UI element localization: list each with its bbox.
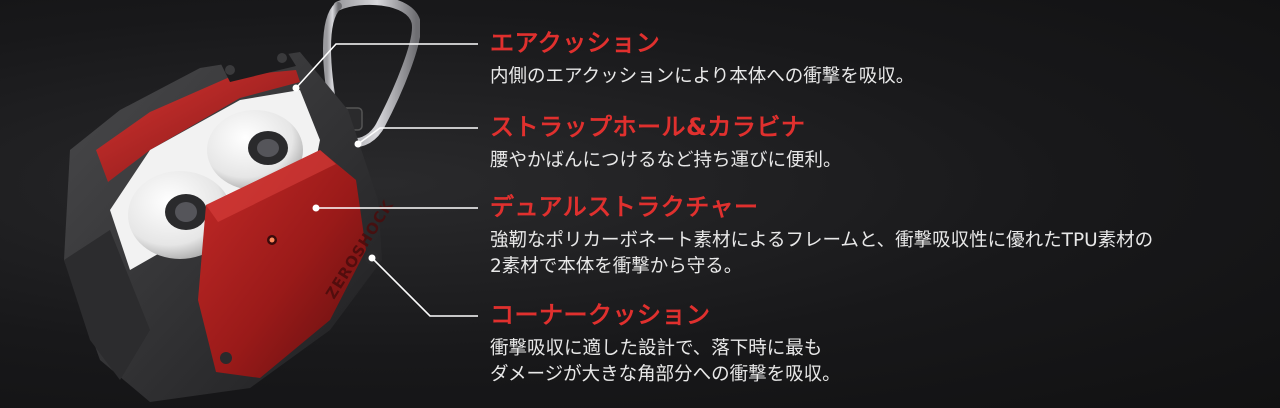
feature-description: 内側のエアクッションにより本体への衝撃を吸収。 <box>490 64 1260 90</box>
feature-title: ストラップホール&カラビナ <box>490 113 806 141</box>
feature-air-cushion: エアクッション 内側のエアクッションにより本体への衝撃を吸収。 <box>490 28 1260 90</box>
product-image: ZEROSHOCK <box>64 0 420 402</box>
feature-description-line: 腰やかばんにつけるなど持ち運びに便利。 <box>490 150 842 171</box>
callout-line-strap-hole <box>357 127 478 145</box>
callout-dot-air-cushion <box>292 84 300 92</box>
feature-description-line: ダメージが大きな角部分への衝撃を吸収。 <box>490 364 841 385</box>
callout-dot-strap-hole <box>354 140 362 148</box>
feature-dual-structure: デュアルストラクチャー 強靭なポリカーボネート素材によるフレームと、衝撃吸収性に… <box>490 192 1260 280</box>
feature-description-line: 内側のエアクッションにより本体への衝撃を吸収。 <box>490 66 915 87</box>
callout-line-air-cushion <box>295 43 478 89</box>
feature-title: エアクッション <box>490 29 661 57</box>
feature-description: 腰やかばんにつけるなど持ち運びに便利。 <box>490 148 1260 174</box>
feature-description: 強靭なポリカーボネート素材によるフレームと、衝撃吸収性に優れたTPU素材の 2素… <box>490 228 1260 280</box>
feature-description: 衝撃吸収に適した設計で、落下時に最も ダメージが大きな角部分への衝撃を吸収。 <box>490 336 1260 388</box>
callout-dot-corner-cushion <box>368 254 376 262</box>
callout-line-corner-cushion <box>371 257 478 317</box>
feature-strap-hole-carabiner: ストラップホール&カラビナ 腰やかばんにつけるなど持ち運びに便利。 <box>490 112 1260 174</box>
feature-corner-cushion: コーナークッション 衝撃吸収に適した設計で、落下時に最も ダメージが大きな角部分… <box>490 300 1260 388</box>
feature-title: コーナークッション <box>490 301 711 329</box>
feature-description-line: 衝撃吸収に適した設計で、落下時に最も <box>490 338 823 359</box>
feature-title: デュアルストラクチャー <box>490 193 759 221</box>
feature-description-line: 2素材で本体を衝撃から守る。 <box>490 256 743 277</box>
callout-dot-dual-structure <box>312 204 320 212</box>
feature-description-line: 強靭なポリカーボネート素材によるフレームと、衝撃吸収性に優れたTPU素材の <box>490 230 1154 251</box>
